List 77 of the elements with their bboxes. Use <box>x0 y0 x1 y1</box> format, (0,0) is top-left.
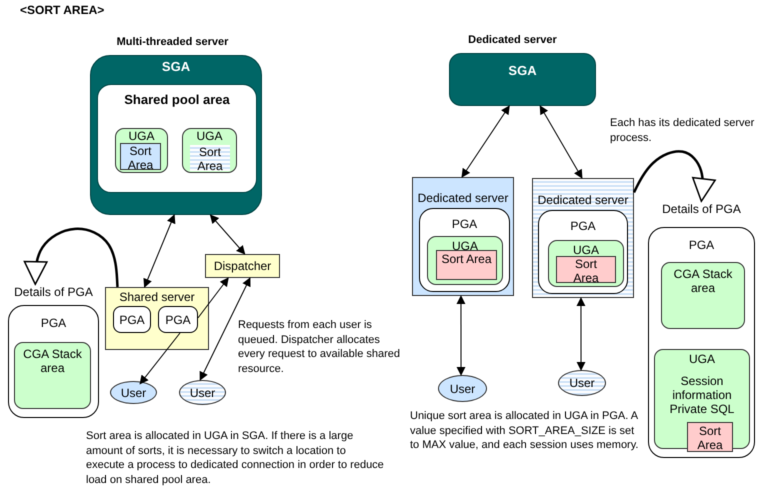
memory-block <box>90 55 262 215</box>
node-label: User <box>188 386 216 400</box>
note: Unique sort area is allocated in UGA in PGA. A value specified with SORT_AREA_SIZE is set to MAX value, and each session uses memory. <box>410 409 640 452</box>
curved-arrow <box>632 150 716 202</box>
node-label: CGA Stack area <box>672 267 734 295</box>
memory-block <box>14 342 91 409</box>
node-label: Dedicated server <box>416 191 510 205</box>
user-ellipse <box>110 381 157 404</box>
node-label: CGA Stack area <box>22 347 83 375</box>
memory-block <box>113 306 151 333</box>
note: Sort area is allocated in UGA in SGA. If there is a large amount of sorts, it is necessary to switch a location to execute a process to dedicated connection in order to reduce load on shared pool area. <box>86 429 385 487</box>
user-ellipse <box>179 380 226 405</box>
node-label: Shared pool area <box>123 93 231 107</box>
user-ellipse <box>438 375 487 402</box>
node-label: PGA <box>569 219 597 233</box>
arrow <box>140 332 180 384</box>
node-label: UGA <box>195 129 224 143</box>
node-label: UGA <box>127 129 156 143</box>
arrow <box>461 105 510 178</box>
memory-block <box>190 145 230 171</box>
arrow <box>456 295 466 376</box>
arrow <box>540 105 582 179</box>
memory-block <box>120 143 161 170</box>
process-box <box>205 254 280 278</box>
node-label: User <box>568 376 596 390</box>
arrow <box>198 277 229 318</box>
section-heading: Multi-threaded server <box>116 35 230 50</box>
node-label: PGA <box>118 313 146 327</box>
memory-block <box>661 262 745 329</box>
node-label: PGA <box>40 316 68 330</box>
note: Each has its dedicated server process. <box>610 116 756 145</box>
note: Requests from each user is queued. Dispatcher allocates every request to available shared resource. <box>238 318 402 376</box>
memory-block <box>158 306 198 333</box>
node-label: UGA <box>688 352 716 366</box>
node-label: Dispatcher <box>212 259 272 273</box>
node-label: Sort Area <box>440 252 493 266</box>
node-label: Dedicated server <box>536 193 630 207</box>
curved-arrow <box>24 228 119 288</box>
node-description: Session information Private SQL <box>668 374 736 416</box>
memory-block <box>687 422 733 452</box>
node-label: PGA <box>164 313 192 327</box>
memory-block <box>436 250 497 280</box>
node-label: SGA <box>160 60 192 74</box>
memory-block <box>548 240 624 287</box>
node-label: UGA <box>572 243 600 257</box>
memory-block <box>115 128 168 173</box>
user-ellipse <box>558 370 606 396</box>
node-label: Shared server <box>118 290 196 304</box>
node-label: Sort Area <box>126 144 154 172</box>
memory-area <box>97 84 257 193</box>
memory-block <box>419 208 510 292</box>
node-label: PGA <box>688 238 716 252</box>
node-label: User <box>120 386 148 400</box>
memory-block <box>427 236 503 285</box>
arrow <box>576 297 586 371</box>
panel-heading: Details of PGA <box>13 285 94 299</box>
arrow <box>210 214 246 255</box>
node-label: User <box>448 382 476 396</box>
process-box <box>105 287 209 350</box>
arrow <box>200 277 250 381</box>
node-label: UGA <box>450 239 479 253</box>
section-heading: Dedicated server <box>467 33 558 48</box>
memory-block <box>538 210 628 294</box>
panel-heading: Details of PGA <box>661 202 742 216</box>
node-label: Sort Area <box>196 145 224 173</box>
arrow <box>143 214 176 288</box>
memory-block <box>182 128 237 173</box>
memory-block <box>449 53 596 106</box>
node-label: SGA <box>507 64 538 78</box>
process-box <box>532 178 634 298</box>
memory-block <box>654 349 750 449</box>
diagram-title: <SORT AREA> <box>20 3 104 18</box>
node-label: Sort Area <box>696 424 724 452</box>
node-label: Sort Area <box>572 257 600 285</box>
process-box <box>412 177 514 296</box>
node-label: PGA <box>450 217 478 231</box>
memory-block <box>556 256 616 283</box>
